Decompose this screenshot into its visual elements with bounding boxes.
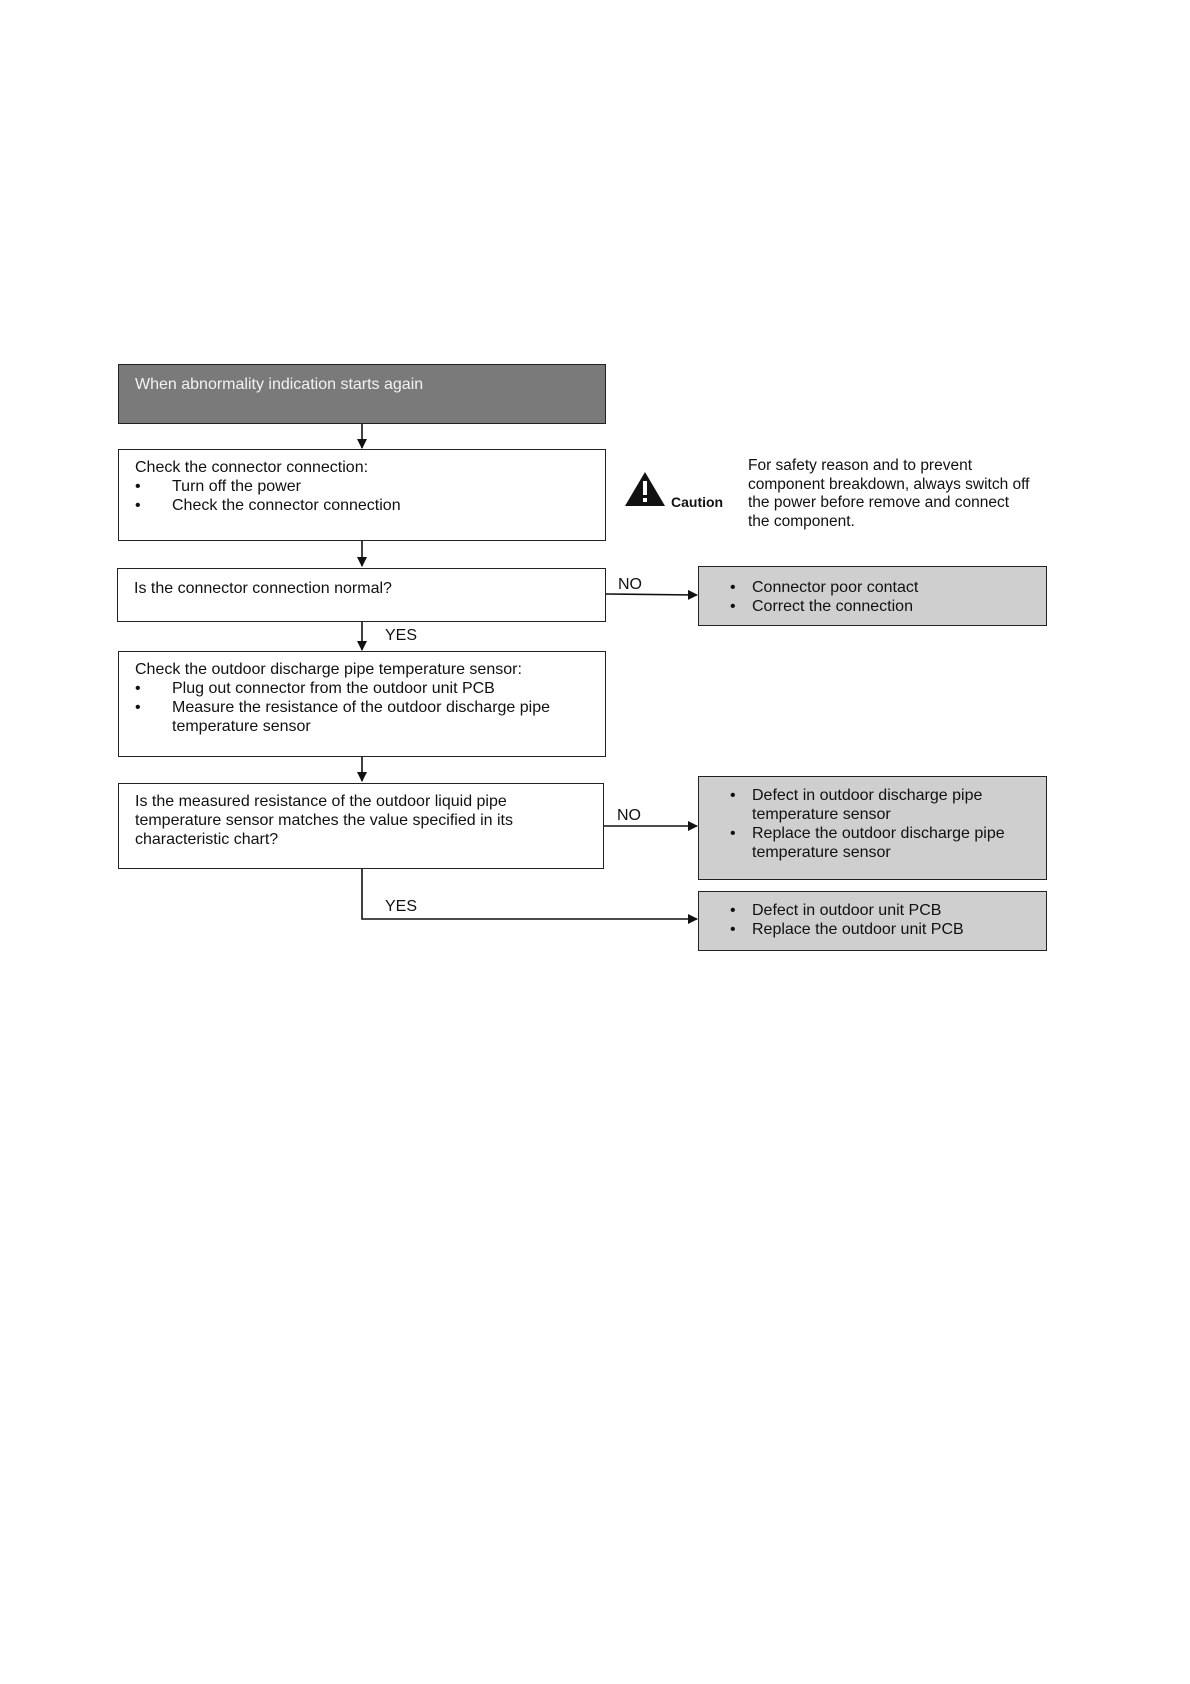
result2-item: Replace the outdoor discharge pipe tempe…	[715, 824, 1030, 862]
result3-item: Defect in outdoor unit PCB	[715, 901, 1030, 920]
result2-box: Defect in outdoor discharge pipe tempera…	[698, 776, 1047, 880]
result1-item: Connector poor contact	[715, 578, 1030, 597]
decision1-question: Is the connector connection normal?	[134, 580, 392, 597]
start-box: When abnormality indication starts again	[118, 364, 606, 424]
step2-item: Plug out connector from the outdoor unit…	[135, 679, 589, 698]
result3-item: Replace the outdoor unit PCB	[715, 920, 1030, 939]
step1-heading: Check the connector connection:	[135, 459, 369, 476]
caution-label: Caution	[671, 494, 724, 510]
result1-box: Connector poor contact Correct the conne…	[698, 566, 1047, 626]
decision2-yes-label: YES	[385, 898, 418, 915]
warning-triangle-icon	[625, 472, 665, 506]
result3-box: Defect in outdoor unit PCB Replace the o…	[698, 891, 1047, 951]
decision2-question: Is the measured resistance of the outdoo…	[135, 793, 513, 848]
arrow-decision1-no	[605, 589, 698, 600]
caution-note: For safety reason and to prevent compone…	[748, 457, 1030, 530]
decision2-no-label: NO	[617, 807, 641, 824]
step1-item: Check the connector connection	[135, 496, 589, 515]
start-text: When abnormality indication starts again	[135, 376, 424, 393]
decision1-box: Is the connector connection normal?	[117, 568, 606, 622]
result1-item: Correct the connection	[715, 597, 1030, 616]
decision2-box: Is the measured resistance of the outdoo…	[118, 783, 604, 869]
decision1-no-label: NO	[618, 576, 642, 593]
step2-heading: Check the outdoor discharge pipe tempera…	[135, 661, 522, 678]
step1-item: Turn off the power	[135, 477, 589, 496]
decision1-yes-label: YES	[385, 627, 418, 644]
result2-item: Defect in outdoor discharge pipe tempera…	[715, 786, 1030, 824]
arrow-decision2-yes	[361, 869, 698, 924]
step2-item: Measure the resistance of the outdoor di…	[135, 698, 589, 736]
step1-box: Check the connector connection: Turn off…	[118, 449, 606, 541]
step2-box: Check the outdoor discharge pipe tempera…	[118, 651, 606, 757]
